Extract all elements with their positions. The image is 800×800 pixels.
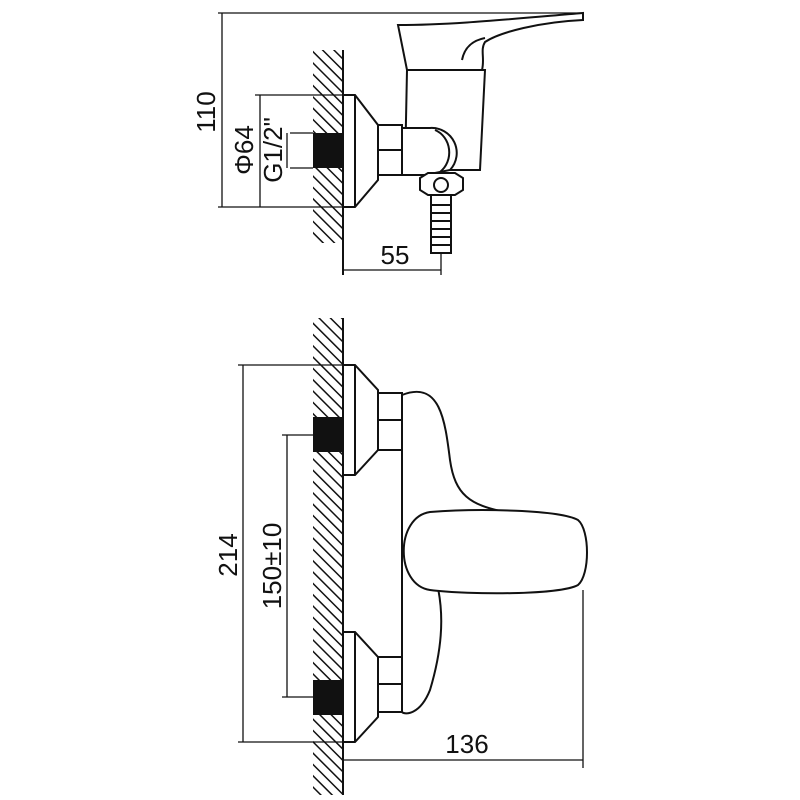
hose-nut [419,172,464,196]
front-handle [402,509,588,595]
side-view: 110 Φ64 G1/2" 55 [191,11,584,275]
height-110-label: 110 [191,91,221,132]
wall-flange [342,94,379,208]
depth-55-label: 55 [381,240,410,270]
diameter-label: Φ64 [229,125,259,175]
lever-handle [396,11,584,71]
lower-inlet-block [313,680,343,715]
pipe-thread-block [313,133,343,168]
upper-nut [377,392,403,451]
upper-inlet-block [313,417,343,452]
width-136-label: 136 [445,729,488,759]
center-distance-label: 150±10 [257,523,287,610]
height-214-label: 214 [213,533,243,576]
upper-flange [342,364,379,476]
lower-flange [342,631,379,743]
front-view: 214 150±10 136 [213,318,588,795]
wall-hatch-bottom [313,318,343,795]
thread-label: G1/2" [258,117,288,183]
elbow [401,126,458,176]
